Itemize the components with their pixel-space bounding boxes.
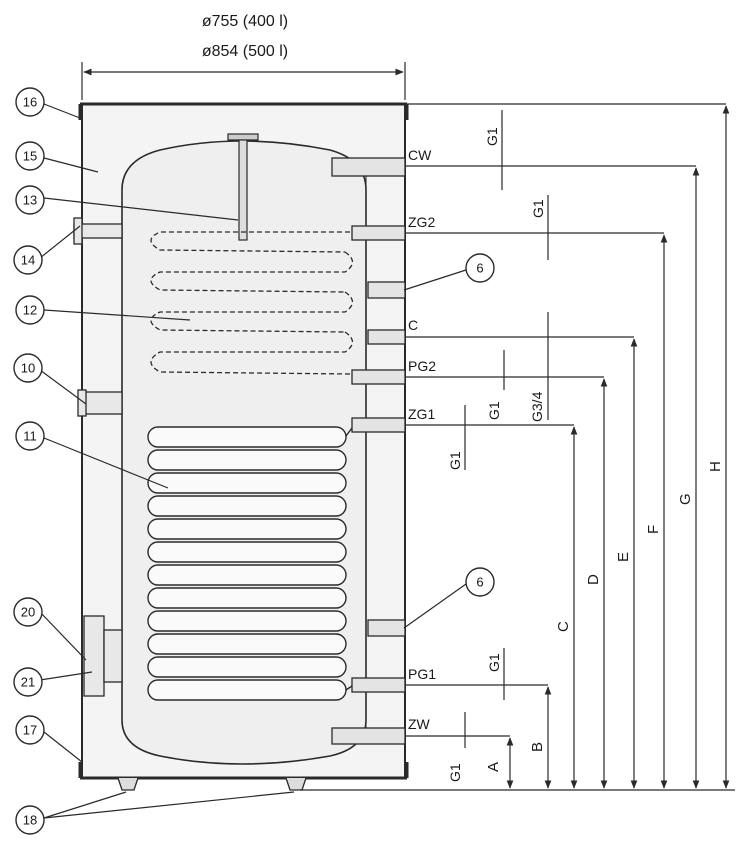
thread-zg1-a: G1	[486, 401, 502, 420]
connection-labels: CW ZG2 C PG2 ZG1 PG1 ZW	[408, 147, 436, 732]
thread-pg1: G1	[486, 653, 502, 672]
callout-6-upper: 6	[476, 261, 483, 276]
callout-20: 20	[21, 605, 35, 620]
callout-11: 11	[23, 429, 37, 444]
c-stub	[367, 329, 406, 345]
callout-12: 12	[23, 303, 37, 318]
thread-labels: G1 G1 G1 G1 G3/4 G1 G1	[447, 127, 546, 782]
foot-right	[285, 777, 307, 791]
pg1-stub	[351, 677, 406, 693]
pg2-stub	[351, 369, 406, 385]
zg1-stub	[351, 417, 406, 433]
dim-b: B	[529, 742, 546, 752]
thread-cw: G1	[484, 127, 500, 146]
dim-e: E	[615, 552, 632, 562]
dim-d: D	[585, 574, 602, 585]
callout-17: 17	[23, 723, 37, 738]
flange-20	[83, 615, 105, 697]
left-fittings	[73, 217, 123, 697]
label-zg2: ZG2	[408, 214, 435, 230]
callout-leaders	[39, 103, 467, 819]
sensor-sleeve-10	[81, 391, 123, 415]
callout-bubbles	[13, 87, 495, 835]
label-zg1: ZG1	[408, 406, 435, 422]
connection-leaders	[300, 103, 735, 791]
label-zw: ZW	[408, 716, 431, 732]
dim-a: A	[485, 762, 502, 772]
sensor-6-lower	[367, 619, 406, 637]
foot-left	[117, 777, 139, 791]
vertical-dimensions	[506, 105, 730, 789]
callout-13: 13	[23, 193, 37, 208]
thread-zw: G1	[447, 763, 463, 782]
lower-heat-exchanger-coil	[147, 426, 353, 701]
dim-g: G	[677, 493, 694, 505]
thread-zg2: G1	[530, 199, 546, 218]
callout-10: 10	[21, 361, 35, 376]
callout-numbers: 16 15 13 14 12 10 11 20 21 17 18 6 6	[21, 95, 484, 828]
thread-marks	[464, 110, 549, 748]
callout-18: 18	[23, 813, 37, 828]
cw-stub	[331, 157, 406, 177]
dim-c: C	[555, 621, 572, 632]
label-cw: CW	[408, 147, 432, 163]
label-pg1: PG1	[408, 666, 436, 682]
callout-16: 16	[23, 95, 37, 110]
top-width-dimension: ø755 (400 l) ø854 (500 l)	[81, 13, 406, 100]
width-label-400: ø755 (400 l)	[202, 13, 288, 30]
width-label-500: ø854 (500 l)	[202, 43, 288, 60]
dim-f: F	[645, 525, 662, 534]
zg2-stub	[351, 225, 406, 241]
sensor-6-upper	[367, 281, 406, 299]
label-c: C	[408, 317, 418, 333]
thread-g34: G3/4	[529, 391, 545, 422]
dimension-labels: A B C D E F G H	[485, 461, 724, 772]
callout-21: 21	[21, 675, 35, 690]
upper-heat-exchanger-coil	[150, 231, 354, 375]
label-pg2: PG2	[408, 358, 436, 374]
zw-stub	[331, 727, 406, 745]
thread-zg1-b: G1	[447, 451, 463, 470]
dim-h: H	[707, 461, 724, 472]
callout-14: 14	[21, 253, 35, 268]
callout-15: 15	[23, 149, 37, 164]
right-connections	[331, 157, 406, 745]
magnesium-anode	[227, 133, 259, 241]
callout-6-lower: 6	[476, 575, 483, 590]
